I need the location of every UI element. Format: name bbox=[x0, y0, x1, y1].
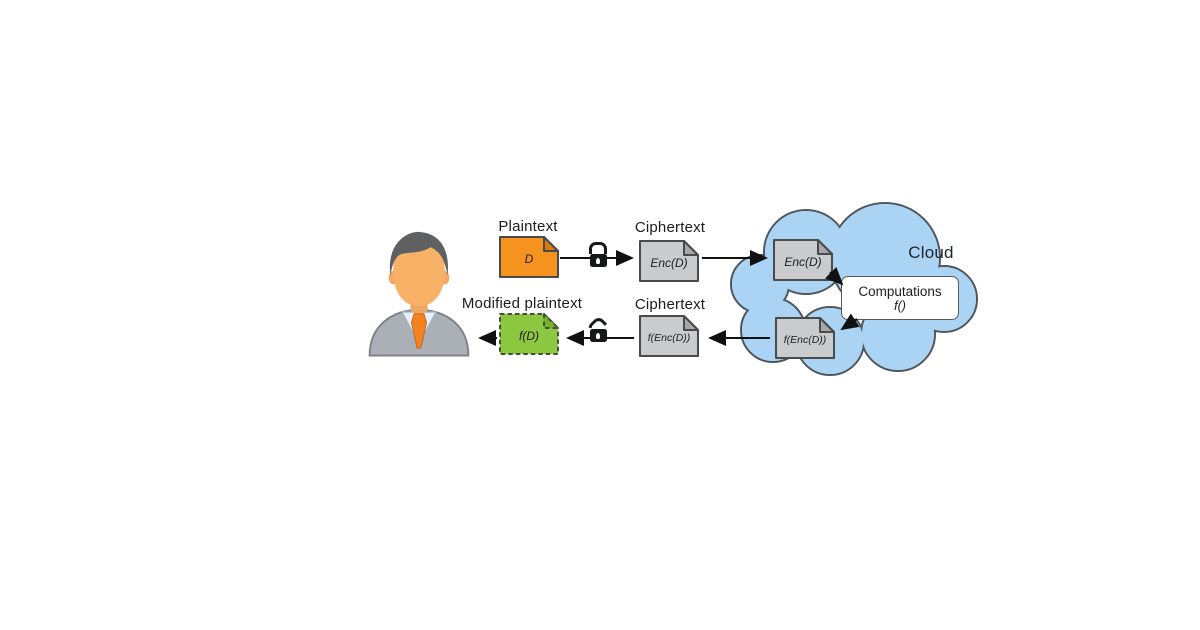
lock-body bbox=[589, 254, 607, 267]
document-label: f(Enc(D)) bbox=[783, 334, 827, 346]
ciphertext-bottom-label: Ciphertext bbox=[634, 296, 706, 313]
computations-label: Computations bbox=[858, 283, 942, 299]
document-icon bbox=[639, 315, 699, 357]
cloud-label: Cloud bbox=[908, 243, 954, 262]
lock-closed-icon bbox=[589, 242, 607, 267]
ciphertext-top-label: Ciphertext bbox=[634, 219, 706, 236]
document-label: f(Enc(D)) bbox=[647, 332, 691, 344]
document-label: D bbox=[524, 252, 534, 266]
ciphertext-top-document: Enc(D) bbox=[639, 240, 699, 282]
computations-box: Computations f() bbox=[841, 276, 959, 320]
plaintext-label: Plaintext bbox=[498, 218, 558, 235]
document-label: Enc(D) bbox=[784, 255, 822, 269]
user-avatar bbox=[362, 223, 476, 364]
document-icon bbox=[499, 236, 559, 278]
document-icon bbox=[499, 313, 559, 355]
computations-function-label: f() bbox=[894, 298, 906, 313]
document-label: f(D) bbox=[519, 329, 539, 343]
cloud-result-document: f(Enc(D)) bbox=[775, 317, 835, 359]
plaintext-document: D bbox=[499, 236, 559, 278]
modified-plaintext-label: Modified plaintext bbox=[461, 295, 583, 312]
document-icon bbox=[639, 240, 699, 282]
lock-open-icon bbox=[585, 315, 608, 342]
cloud-encrypted-document: Enc(D) bbox=[773, 239, 833, 281]
modified-plaintext-document: f(D) bbox=[499, 313, 559, 355]
person-icon bbox=[368, 231, 470, 357]
ciphertext-bottom-document: f(Enc(D)) bbox=[639, 315, 699, 357]
arrow-computations-to-result bbox=[840, 313, 860, 331]
lock-shackle bbox=[589, 242, 607, 254]
document-label: Enc(D) bbox=[650, 256, 688, 270]
keyhole bbox=[596, 332, 600, 339]
keyhole bbox=[596, 257, 600, 264]
